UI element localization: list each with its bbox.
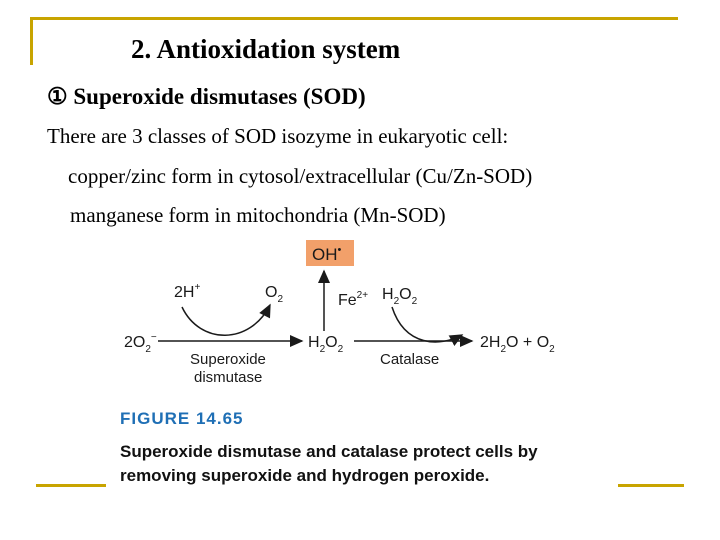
frame-left-rule — [30, 17, 33, 65]
enzyme-catalase-label: Catalase — [380, 351, 439, 368]
fe2-label: Fe2+ — [338, 290, 368, 309]
frame-bottom-left-rule — [36, 484, 106, 487]
slide-subtitle: ① Superoxide dismutases (SOD) — [47, 84, 366, 109]
enzyme-sod-line1: Superoxide — [190, 351, 266, 368]
figure-number: FIGURE 14.65 — [120, 409, 244, 428]
catalase-curved-arrow — [391, 306, 464, 347]
product-label: 2H2O + O2 — [480, 334, 555, 355]
superoxide-substrate-label: 2O2− — [124, 332, 157, 355]
o2-top-label: O2 — [265, 284, 283, 305]
reaction-figure: OH• 2H+ O2 Fe2+ H2O2 2O2− H2O2 2H2O + O2… — [110, 235, 580, 515]
body-line-3: manganese form in mitochondria (Mn-SOD) — [70, 203, 446, 227]
frame-top-rule — [30, 17, 678, 20]
h2o2-top-label: H2O2 — [382, 286, 418, 307]
oh-radical-label: OH• — [312, 244, 342, 264]
h2o2-mid-label: H2O2 — [308, 334, 344, 355]
two-h-plus-label: 2H+ — [174, 282, 200, 301]
oh-radical-box — [306, 240, 354, 266]
frame-bottom-right-rule — [618, 484, 684, 487]
sod-curved-arrow — [181, 303, 271, 336]
reaction-diagram: OH• 2H+ O2 Fe2+ H2O2 2O2− H2O2 2H2O + O2… — [124, 240, 555, 386]
body-line-2: copper/zinc form in cytosol/extracellula… — [68, 164, 533, 188]
figure-caption: Superoxide dismutase and catalase protec… — [120, 442, 538, 485]
slide-title: 2. Antioxidation system — [131, 34, 401, 64]
enzyme-sod-line2: dismutase — [194, 369, 262, 386]
body-line-1: There are 3 classes of SOD isozyme in eu… — [47, 124, 509, 148]
